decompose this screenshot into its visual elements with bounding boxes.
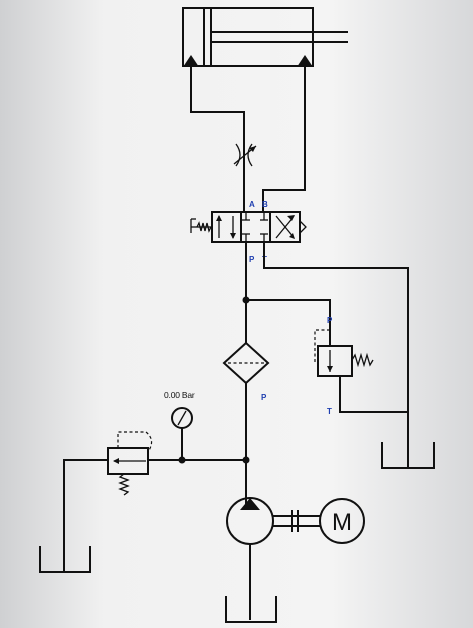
valve-right-cross-1-head <box>289 233 295 239</box>
valve-right-cross-2-head <box>287 215 295 221</box>
valve-port-b-label: B <box>262 200 268 209</box>
valve-port-a-label: A <box>249 200 255 209</box>
tank-bottom <box>225 596 277 623</box>
actuator-spring-zigzag <box>196 221 212 233</box>
left-relief-arrow-head <box>113 458 119 464</box>
gauge-reading: 0.00 Bar <box>164 390 195 400</box>
cylinder-port-a-triangle <box>183 55 199 67</box>
line-relief-to-tank <box>339 376 408 413</box>
cylinder-barrel <box>182 7 314 67</box>
relief-port-p-label: P <box>327 316 333 325</box>
adjustable-throttle-valve[interactable] <box>233 143 257 167</box>
left-relief-spring <box>118 473 130 496</box>
line-left-relief-to-tank <box>63 459 108 572</box>
line-valve-t-return <box>263 242 409 468</box>
relief-port-t-label: T <box>327 407 332 416</box>
motor-circle <box>319 498 365 544</box>
valve-port-p-label: P <box>249 255 255 264</box>
line-p-label: P <box>261 393 267 402</box>
electric-motor[interactable]: M <box>319 498 365 544</box>
hydraulic-pump[interactable] <box>226 497 274 545</box>
valve-manual-actuator[interactable] <box>190 218 212 233</box>
double-acting-cylinder[interactable] <box>182 7 348 67</box>
filter[interactable] <box>222 341 270 385</box>
valve-body <box>211 211 301 243</box>
directional-control-valve[interactable] <box>211 211 307 243</box>
pump-direction-triangle <box>240 498 260 510</box>
valve-left-arrow-down-head <box>230 233 236 239</box>
valve-right-actuator <box>299 220 307 234</box>
left-relief-pilot-line <box>117 431 153 453</box>
throttle-arrow-head <box>249 146 256 152</box>
relief-valve-body <box>317 345 353 377</box>
pressure-gauge[interactable] <box>171 407 193 460</box>
throttle-left-arc <box>235 143 241 167</box>
cylinder-port-b-triangle <box>297 55 313 67</box>
relief-valve-spring <box>351 352 374 368</box>
line-cylinder-a <box>190 67 245 212</box>
tank-left <box>39 546 91 573</box>
line-to-relief-valve <box>246 299 331 346</box>
valve-left-arrow-up-head <box>216 215 222 221</box>
gauge-needle <box>177 410 187 426</box>
pressure-relief-valve[interactable] <box>314 329 374 377</box>
line-cylinder-b <box>262 67 306 212</box>
tank-right <box>381 442 435 469</box>
relief-valve-pilot-line <box>314 329 330 363</box>
motor-symbol: M <box>332 509 352 536</box>
relief-valve-arrow-head <box>327 366 333 372</box>
throttle-right-arc <box>247 143 253 167</box>
left-pressure-relief-valve[interactable] <box>107 431 153 496</box>
